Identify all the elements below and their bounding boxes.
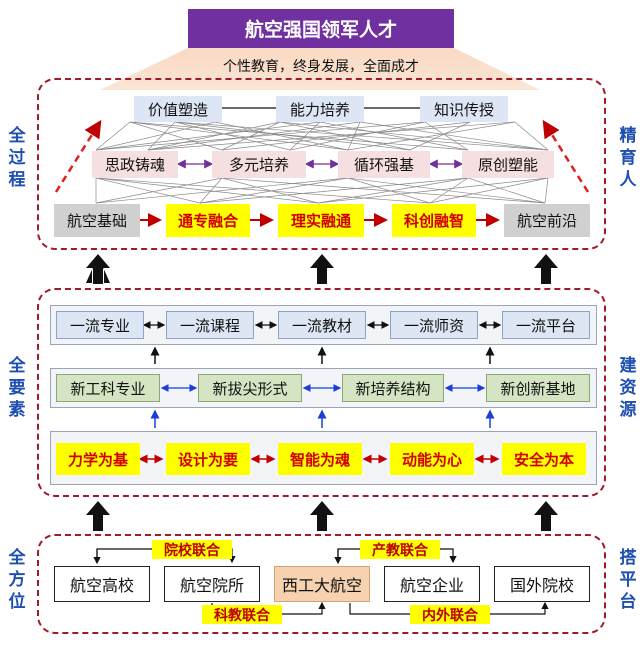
side-label-build-resources: 建资源 bbox=[619, 356, 637, 420]
node-cyclic-foundation: 循环强基 bbox=[338, 151, 430, 178]
node-foreign-universities: 国外院校 bbox=[494, 566, 590, 602]
node-first-class-course: 一流课程 bbox=[166, 311, 254, 339]
side-label-refined-education: 精育人 bbox=[619, 126, 637, 190]
tag-domestic-foreign-alliance: 内外联合 bbox=[410, 605, 490, 624]
node-original-capability: 原创塑能 bbox=[462, 151, 554, 178]
page-title: 航空强国领军人才 bbox=[188, 9, 454, 48]
node-new-innovation-base: 新创新基地 bbox=[486, 374, 590, 402]
node-aviation-institutes: 航空院所 bbox=[164, 566, 260, 602]
side-label-full-elements: 全要素 bbox=[8, 356, 26, 420]
section-platform bbox=[37, 534, 606, 634]
node-first-class-textbook: 一流教材 bbox=[278, 311, 366, 339]
node-aviation-enterprises: 航空企业 bbox=[384, 566, 480, 602]
node-new-talent-format: 新拔尖形式 bbox=[198, 374, 302, 402]
node-first-class-faculty: 一流师资 bbox=[390, 311, 478, 339]
tag-industry-education-alliance: 产教联合 bbox=[360, 540, 440, 559]
node-research-innovation: 科创融智 bbox=[392, 204, 476, 237]
node-aviation-basics: 航空基础 bbox=[54, 204, 140, 237]
section-elements bbox=[37, 288, 606, 497]
node-design-key: 设计为要 bbox=[166, 443, 250, 475]
title-subtitle: 个性教育，终身发展，全面成才 bbox=[223, 59, 419, 75]
node-ability-cultivation: 能力培养 bbox=[276, 96, 364, 122]
node-first-class-major: 一流专业 bbox=[56, 311, 144, 339]
node-first-class-platform: 一流平台 bbox=[502, 311, 590, 339]
section-process bbox=[37, 78, 606, 250]
node-power-heart: 动能为心 bbox=[390, 443, 474, 475]
side-label-build-platform: 搭平台 bbox=[619, 548, 637, 612]
node-aviation-universities: 航空高校 bbox=[54, 566, 150, 602]
side-label-all-round: 全方位 bbox=[8, 548, 26, 612]
node-nwpu-aviation: 西工大航空 bbox=[274, 566, 370, 602]
node-value-shaping: 价值塑造 bbox=[134, 96, 222, 122]
node-safety-root: 安全为本 bbox=[502, 443, 586, 475]
node-general-specialized: 通专融合 bbox=[166, 204, 250, 237]
node-ideology: 思政铸魂 bbox=[92, 151, 178, 178]
node-knowledge-transfer: 知识传授 bbox=[420, 96, 508, 122]
tag-university-alliance: 院校联合 bbox=[152, 540, 232, 559]
node-theory-practice: 理实融通 bbox=[278, 204, 364, 237]
node-aviation-frontier: 航空前沿 bbox=[504, 204, 590, 237]
side-label-full-process: 全过程 bbox=[8, 126, 26, 190]
node-diverse-cultivation: 多元培养 bbox=[212, 151, 306, 178]
node-intelligence-soul: 智能为魂 bbox=[278, 443, 362, 475]
node-mechanics-foundation: 力学为基 bbox=[56, 443, 140, 475]
tag-science-education-alliance: 科教联合 bbox=[202, 605, 282, 624]
node-new-training-structure: 新培养结构 bbox=[342, 374, 444, 402]
node-new-engineering-major: 新工科专业 bbox=[56, 374, 160, 402]
